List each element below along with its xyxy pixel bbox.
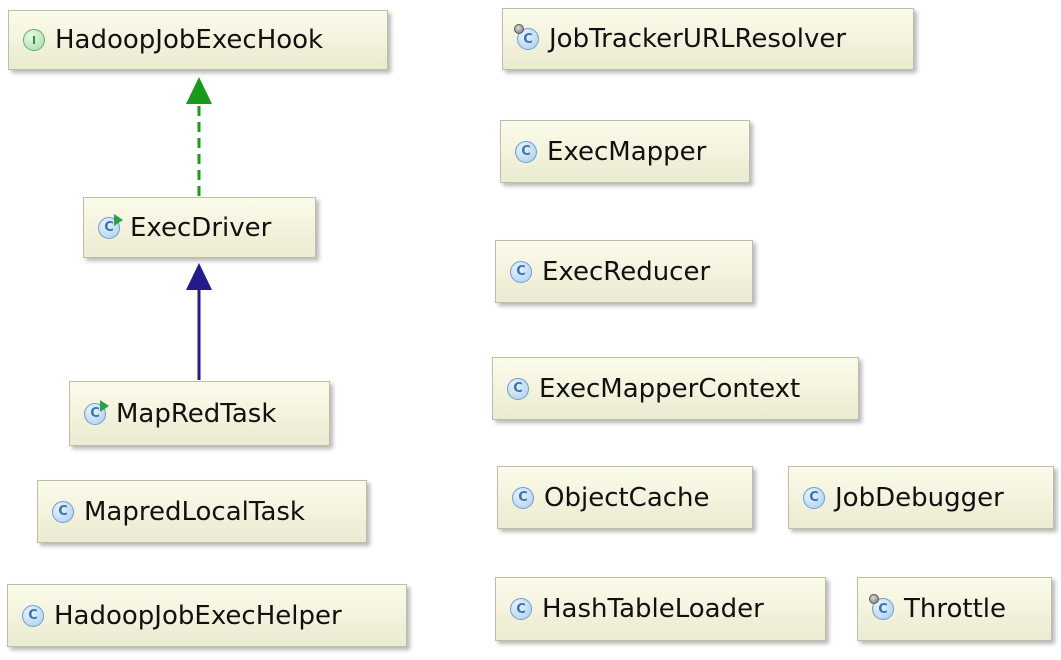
node-label: HadoopJobExecHelper	[54, 600, 342, 631]
class-icon-letter: C	[507, 377, 529, 400]
node-label: ExecDriver	[130, 212, 272, 243]
class-icon: C	[22, 604, 44, 627]
node-label: ExecMapper	[547, 136, 707, 167]
node-mapredtask[interactable]: C MapRedTask	[69, 381, 330, 446]
node-label: JobTrackerURLResolver	[549, 24, 847, 54]
class-icon-letter: C	[515, 140, 537, 163]
node-mapredlocaltask[interactable]: C MapredLocalTask	[37, 480, 367, 543]
run-flag-icon	[100, 399, 109, 412]
implements-arrowhead	[186, 77, 212, 104]
class-icon-letter: C	[803, 486, 825, 509]
node-label: ObjectCache	[544, 482, 710, 513]
node-execdriver[interactable]: C ExecDriver	[83, 197, 316, 258]
class-icon-letter: C	[517, 28, 539, 50]
interface-icon-letter: I	[23, 29, 45, 51]
extends-arrowhead	[186, 263, 212, 290]
run-flag-icon	[114, 213, 123, 226]
class-icon: C	[515, 140, 537, 163]
node-jobtrackerurlresolver[interactable]: C JobTrackerURLResolver	[502, 8, 914, 70]
node-objectcache[interactable]: C ObjectCache	[497, 466, 753, 529]
node-label: JobDebugger	[835, 482, 1004, 513]
pin-icon	[869, 594, 879, 604]
node-label: HashTableLoader	[542, 594, 764, 624]
node-label: ExecMapperContext	[539, 373, 801, 404]
node-label: MapRedTask	[116, 398, 277, 429]
node-label: MapredLocalTask	[84, 496, 305, 527]
node-hadoopjobexechelper[interactable]: C HadoopJobExecHelper	[7, 584, 407, 647]
class-icon-letter: C	[872, 598, 894, 620]
node-throttle[interactable]: C Throttle	[857, 577, 1052, 641]
class-icon-letter: C	[22, 604, 44, 627]
abstract-class-icon: C	[869, 594, 894, 620]
node-hashtableloader[interactable]: C HashTableLoader	[495, 577, 826, 641]
class-icon-letter: C	[510, 598, 532, 620]
class-icon: C	[510, 598, 532, 620]
edge-extends	[186, 263, 212, 380]
class-icon-letter: C	[512, 486, 534, 509]
class-icon-letter: C	[510, 260, 532, 283]
runnable-class-icon: C	[98, 213, 123, 239]
interface-icon: I	[23, 29, 45, 51]
node-label: ExecReducer	[542, 256, 711, 287]
node-jobdebugger[interactable]: C JobDebugger	[788, 466, 1054, 529]
class-icon: C	[510, 260, 532, 283]
class-icon: C	[507, 377, 529, 400]
runnable-class-icon: C	[84, 399, 109, 425]
node-label: Throttle	[904, 594, 1006, 624]
abstract-class-icon: C	[514, 24, 539, 50]
class-icon: C	[803, 486, 825, 509]
node-execmappercontext[interactable]: C ExecMapperContext	[492, 357, 859, 420]
node-execmapper[interactable]: C ExecMapper	[500, 120, 750, 183]
node-hadoopjobexechook[interactable]: I HadoopJobExecHook	[8, 10, 388, 70]
class-icon: C	[512, 486, 534, 509]
class-icon: C	[52, 500, 74, 523]
class-icon-letter: C	[52, 500, 74, 523]
node-label: HadoopJobExecHook	[55, 25, 324, 55]
node-execreducer[interactable]: C ExecReducer	[495, 240, 753, 303]
pin-icon	[514, 24, 524, 34]
edge-implements	[186, 77, 212, 196]
